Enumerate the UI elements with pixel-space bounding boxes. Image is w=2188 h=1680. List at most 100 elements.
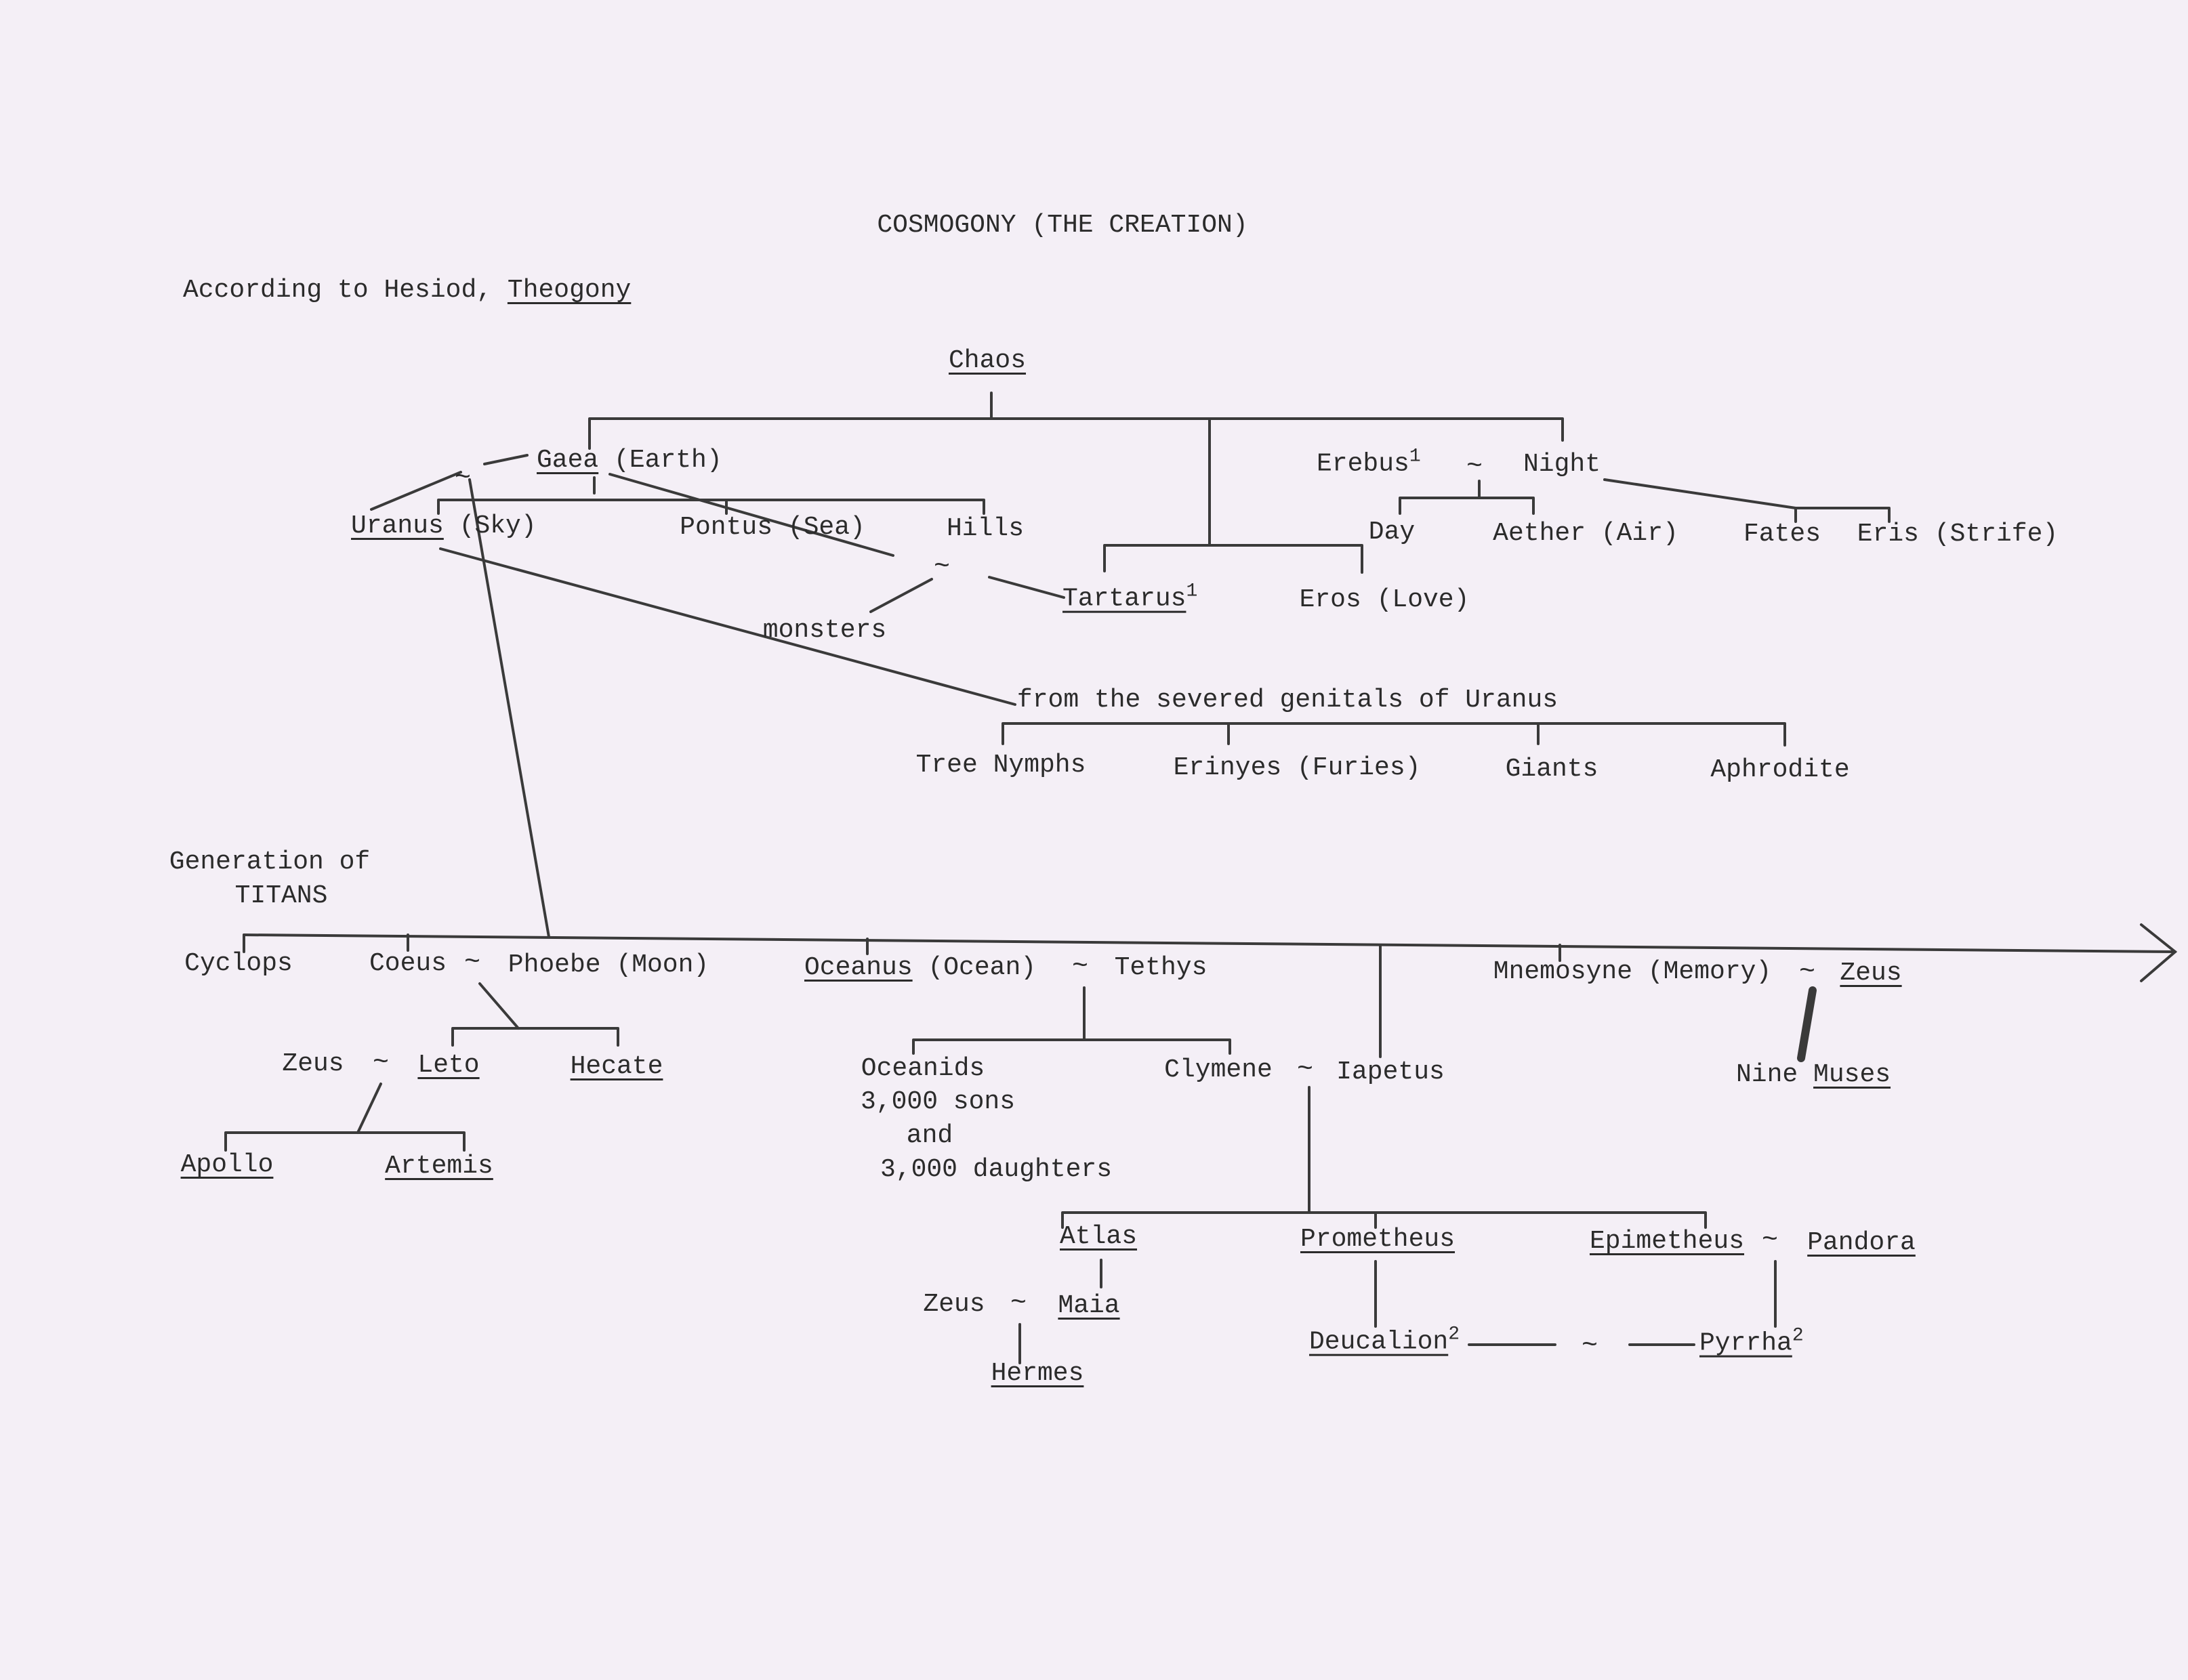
line-night-to-fates: [1603, 478, 1797, 509]
node-zeus-mnemosyne: Zeus: [1840, 959, 1902, 988]
oceanids-daughters: 3,000 daughters: [880, 1155, 1113, 1184]
union-clymene-iapetus: ~: [1296, 1055, 1314, 1085]
pyrrha-footnote: 2: [1792, 1325, 1804, 1347]
uranus-name: Uranus: [351, 511, 444, 541]
node-oceanus: Oceanus (Ocean): [804, 953, 1036, 983]
node-fates: Fates: [1743, 520, 1821, 549]
line-union-to-titans: [468, 478, 550, 938]
union-zeus-leto: ~: [372, 1048, 390, 1078]
node-pontus: Pontus (Sea): [680, 513, 865, 542]
node-night: Night: [1523, 450, 1601, 479]
node-tethys: Tethys: [1114, 953, 1207, 982]
node-hecate: Hecate: [570, 1052, 663, 1081]
gaea-gloss: (Earth): [614, 446, 722, 475]
oceanus-name: Oceanus: [804, 953, 913, 982]
erebus-name: Erebus: [1317, 449, 1409, 479]
titans-heading-line2: TITANS: [234, 881, 328, 910]
node-phoebe: Phoebe (Moon): [508, 950, 709, 980]
node-zeus-leto: Zeus: [282, 1049, 344, 1078]
node-tree-nymphs: Tree Nymphs: [915, 751, 1086, 780]
connector-chaos-children: [588, 417, 1564, 547]
node-artemis: Artemis: [385, 1152, 493, 1181]
node-mnemosyne: Mnemosyne (Memory): [1493, 957, 1772, 986]
node-zeus-maia: Zeus: [923, 1290, 985, 1319]
node-day: Day: [1368, 518, 1416, 547]
union-gaea-uranus: ~: [454, 463, 472, 494]
oceanids-and: and: [906, 1121, 953, 1150]
node-prometheus: Prometheus: [1300, 1225, 1456, 1254]
node-chaos: Chaos: [948, 346, 1027, 375]
node-hermes: Hermes: [991, 1359, 1084, 1388]
connector-apollo-artemis: [224, 1131, 466, 1152]
connector-fates-eris: [1794, 507, 1891, 523]
node-cyclops: Cyclops: [184, 949, 293, 978]
node-aphrodite: Aphrodite: [1710, 755, 1850, 784]
source-work: Theogony: [507, 276, 632, 305]
node-giants: Giants: [1505, 755, 1598, 784]
connector-tartarus-eros: [1103, 544, 1363, 574]
node-pyrrha: Pyrrha2: [1699, 1325, 1804, 1359]
node-eros: Eros (Love): [1299, 585, 1470, 614]
node-hills: Hills: [946, 514, 1025, 543]
node-erinyes: Erinyes (Furies): [1173, 753, 1421, 782]
line-gaea-to-hills: [608, 473, 894, 557]
uranus-gloss: (Sky): [459, 511, 537, 541]
nine-label: Nine: [1736, 1060, 1798, 1089]
node-leto: Leto: [417, 1051, 480, 1080]
union-erebus-night: ~: [1466, 452, 1483, 482]
oceanids-sons: 3,000 sons: [860, 1087, 1016, 1116]
connector-titans-children: [243, 933, 1561, 1058]
muses-label: Muses: [1813, 1060, 1891, 1089]
node-clymene: Clymene: [1164, 1055, 1273, 1085]
deucalion-footnote: 2: [1448, 1324, 1460, 1345]
tartarus-name: Tartarus: [1062, 584, 1186, 614]
union-zeus-maia: ~: [1010, 1288, 1027, 1319]
line-muses: [1797, 986, 1817, 1062]
union-oceanus-tethys: ~: [1071, 952, 1089, 982]
caption-severed-genitals: from the severed genitals of Uranus: [1016, 686, 1559, 715]
union-mnemosyne-zeus: ~: [1798, 957, 1816, 988]
node-aether: Aether (Air): [1493, 519, 1678, 548]
source-prefix: According to Hesiod,: [183, 276, 493, 305]
connector-iapetids: [1061, 1211, 1707, 1229]
node-maia: Maia: [1058, 1291, 1120, 1320]
node-uranus: Uranus (Sky): [351, 511, 537, 541]
node-iapetus: Iapetus: [1336, 1057, 1445, 1087]
node-epimetheus: Epimetheus: [1589, 1227, 1745, 1256]
node-monsters: monsters: [762, 616, 887, 645]
node-deucalion: Deucalion2: [1309, 1324, 1460, 1358]
node-erebus: Erebus1: [1317, 446, 1421, 480]
line-coeus-phoebe-down: [478, 982, 520, 1030]
node-apollo: Apollo: [180, 1150, 274, 1179]
connector-gaea-children: [437, 476, 985, 515]
union-deucalion-pyrrha: ~: [1581, 1331, 1598, 1362]
node-atlas: Atlas: [1059, 1222, 1138, 1251]
union-coeus-phoebe: ~: [463, 948, 481, 978]
connector-genitals-children: [1002, 722, 1786, 747]
oceanus-gloss: (Ocean): [928, 953, 1037, 982]
erebus-footnote: 1: [1409, 446, 1421, 467]
connector-leto-hecate: [451, 1027, 619, 1047]
titans-line: [243, 933, 2176, 953]
node-nine-muses: Nine Muses: [1736, 1060, 1891, 1090]
union-hills-tartarus: ~: [933, 552, 951, 583]
line-to-monsters: [869, 576, 1065, 613]
connector-night-children: [1399, 480, 1535, 515]
node-oceanids: Oceanids: [861, 1054, 985, 1083]
node-coeus: Coeus: [369, 949, 447, 978]
page-title: COSMOGONY (THE CREATION): [877, 211, 1248, 240]
line-uranus-to-genitals: [439, 547, 1016, 706]
node-eris: Eris (Strife): [1857, 520, 2059, 549]
titans-heading-line1: Generation of: [169, 847, 371, 877]
source-attribution: According to Hesiod, Theogony: [183, 276, 631, 306]
connector-oceanids-clymene: [912, 1038, 1231, 1055]
node-tartarus: Tartarus1: [1062, 581, 1198, 614]
tartarus-footnote: 1: [1186, 581, 1198, 602]
deucalion-name: Deucalion: [1309, 1327, 1449, 1357]
gaea-name: Gaea: [537, 446, 599, 475]
pyrrha-name: Pyrrha: [1699, 1328, 1792, 1358]
line-leto-union-down: [356, 1083, 382, 1134]
titans-arrow: [2140, 923, 2178, 982]
